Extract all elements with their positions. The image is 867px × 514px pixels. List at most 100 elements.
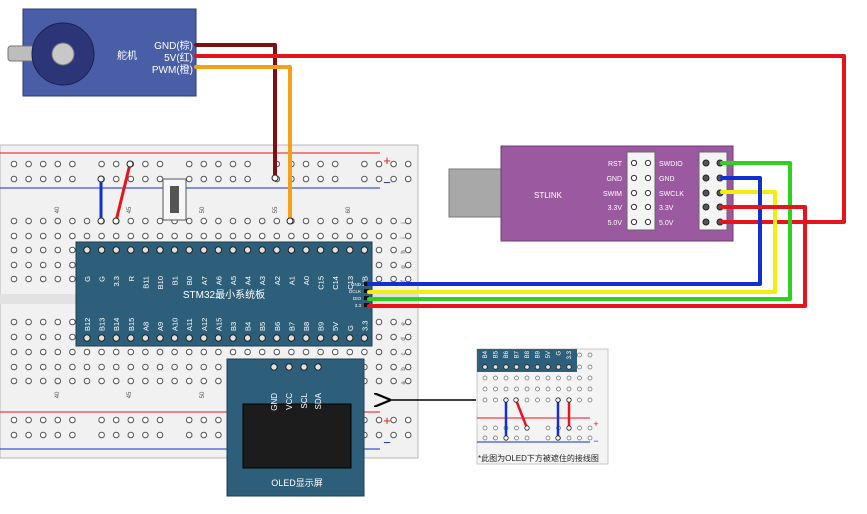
stm32-bottom-pin-label: 3.3 <box>360 321 369 331</box>
breadboard-hole <box>112 431 120 439</box>
breadboard-hole <box>39 261 47 269</box>
breadboard-hole <box>69 217 76 225</box>
breadboard-hole <box>10 232 18 240</box>
wire-end-dot <box>97 175 105 183</box>
breadboard-hole <box>156 363 164 371</box>
inset-hole <box>587 386 593 392</box>
breadboard-hole <box>69 261 76 269</box>
breadboard-hole <box>331 348 339 356</box>
breadboard-hole <box>25 217 32 225</box>
stlink-left-pin <box>644 189 652 197</box>
stm32-top-pin-label: A3 <box>258 276 267 285</box>
breadboard-hole <box>54 217 62 225</box>
breadboard-hole <box>302 232 310 240</box>
breadboard-hole <box>39 275 47 283</box>
stlink-left-pin-label: SWIM <box>603 191 622 198</box>
breadboard-hole <box>98 160 105 168</box>
breadboard-hole <box>404 348 412 356</box>
stm32-top-pin-hole <box>127 246 135 254</box>
breadboard-hole <box>171 377 178 385</box>
inset-hole <box>493 397 498 403</box>
breadboard-hole <box>25 363 32 371</box>
stm32-top-pin-label: A5 <box>229 276 238 285</box>
breadboard-hole <box>244 217 251 225</box>
breadboard-hole <box>258 348 266 356</box>
stlink-left-pin <box>644 218 652 226</box>
stm32-swd-label: GND <box>351 282 362 287</box>
breadboard-hole <box>390 232 397 240</box>
breadboard-hole <box>215 217 222 225</box>
breadboard-hole <box>54 416 62 424</box>
stm32-top-pin-hole <box>331 246 339 254</box>
breadboard-hole <box>404 246 412 254</box>
stm32-swd-pin <box>364 303 369 307</box>
inset-rail-hole <box>493 425 498 431</box>
breadboard-hole <box>54 318 62 326</box>
stlink-left-pin <box>644 159 652 167</box>
inset-hole <box>545 386 551 392</box>
stm32-bottom-pin-label: A11 <box>185 318 194 331</box>
inset-hole <box>535 386 540 392</box>
oled-pin-hole <box>270 363 278 371</box>
breadboard-hole <box>200 431 208 439</box>
breadboard-hole <box>404 363 412 371</box>
breadboard-hole <box>156 377 164 385</box>
inset-caption: *此图为OLED下方被遮住的接线图 <box>478 453 599 463</box>
breadboard-hole <box>215 160 222 168</box>
breadboard-hole <box>302 348 310 356</box>
stm32-bottom-pin-label: G <box>346 325 355 331</box>
breadboard-hole <box>112 416 120 424</box>
breadboard-hole <box>215 416 222 424</box>
wire-end-dot <box>286 217 294 225</box>
breadboard-hole <box>404 416 412 424</box>
stlink-left-pin <box>630 174 638 182</box>
breadboard-hole <box>142 232 149 240</box>
inset-wire-end <box>555 435 561 441</box>
breadboard-hole <box>390 175 397 183</box>
column-number-top: 45 <box>127 206 133 213</box>
breadboard-hole <box>83 232 91 240</box>
breadboard-hole <box>83 348 91 356</box>
breadboard-hole <box>375 175 383 183</box>
stm32-bottom-pin-label: B7 <box>287 322 296 331</box>
breadboard-hole <box>331 175 339 183</box>
breadboard-hole <box>54 175 62 183</box>
servo: 舵机 GND(棕) 5V(红) PWM(橙) <box>7 8 197 97</box>
breadboard-hole <box>185 232 193 240</box>
breadboard-hole <box>25 246 32 254</box>
breadboard-hole <box>112 348 120 356</box>
breadboard-hole <box>39 431 47 439</box>
breadboard-hole <box>69 431 76 439</box>
breadboard-hole <box>361 348 368 356</box>
breadboard-hole <box>142 217 149 225</box>
stm32-top-pin-label: VB <box>360 276 369 286</box>
breadboard-hole <box>302 175 310 183</box>
breadboard-hole <box>39 160 47 168</box>
breadboard-hole <box>25 431 32 439</box>
stm32-bottom-pin-hole <box>83 334 91 342</box>
breadboard-hole <box>390 160 397 168</box>
stm32-bottom-pin-hole <box>229 334 237 342</box>
breadboard-hole <box>112 363 120 371</box>
stm32-bottom-pin-label: B15 <box>127 318 136 331</box>
stm32-bottom-pin-hole <box>302 334 310 342</box>
inset-pin-hole <box>513 364 520 370</box>
inset-rail-hole <box>577 425 582 431</box>
breadboard-hole <box>127 175 135 183</box>
breadboard-hole <box>171 232 178 240</box>
breadboard-hole <box>98 431 105 439</box>
breadboard-hole <box>288 232 295 240</box>
row-letter: f <box>401 280 407 282</box>
breadboard-hole <box>215 431 222 439</box>
wire-gnd <box>367 176 762 286</box>
breadboard-hole <box>25 416 32 424</box>
row-letter: i <box>401 237 407 238</box>
stlink-left-pin <box>644 174 652 182</box>
breadboard-hole <box>127 232 135 240</box>
stm32-label: STM32最小系统板 <box>183 288 265 301</box>
breadboard-hole <box>127 377 135 385</box>
breadboard-hole <box>54 348 62 356</box>
stm32-top-pin-hole <box>243 246 252 254</box>
inset-pin-label: B9 <box>536 350 542 358</box>
